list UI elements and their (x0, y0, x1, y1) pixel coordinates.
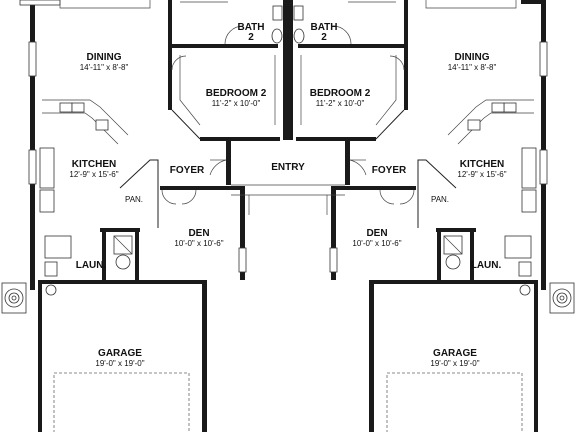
bedroom-right-dims: 11'-2" x 10'-0" (316, 99, 365, 108)
kitchen-right-label: KITCHEN (460, 159, 504, 170)
garage-left-label: GARAGE (98, 348, 142, 359)
kitchen-right-dims: 12'-9" x 15'-6" (457, 170, 506, 179)
dining-left-dims: 14'-11" x 8'-8" (80, 63, 129, 72)
kitchen-left-dims: 12'-9" x 15'-6" (69, 170, 118, 179)
dining-left-label: DINING (87, 52, 122, 63)
bedroom-left-label: BEDROOM 2 (206, 88, 267, 99)
garage-outlines (53, 372, 523, 432)
den-right-dims: 10'-0" x 10'-6" (352, 239, 401, 248)
upper-rooms (59, 0, 517, 9)
bedroom-left-dims: 11'-2" x 10'-0" (212, 99, 261, 108)
den-left-dims: 10'-0" x 10'-6" (174, 239, 223, 248)
walls (30, 0, 546, 432)
laundry-right-label: LAUN. (471, 260, 502, 271)
pantry-right-label: PAN. (431, 195, 449, 204)
den-doors (161, 189, 415, 205)
kitchen-left-label: KITCHEN (72, 159, 116, 170)
bath-right-label: BATH (310, 22, 337, 33)
laundry-left-label: LAUN. (76, 260, 107, 271)
dining-right-dims: 14'-11" x 8'-8" (448, 63, 497, 72)
bath-fixtures (171, 1, 405, 71)
foyer-right-label: FOYER (372, 165, 407, 176)
bath-right-number: 2 (321, 32, 327, 43)
den-left-label: DEN (188, 228, 209, 239)
pantry-left-label: PAN. (125, 195, 143, 204)
kitchen-counters (39, 99, 537, 213)
bath-left-number: 2 (248, 32, 254, 43)
bedroom-angled-walls (171, 55, 405, 140)
ac-unit-left (1, 282, 27, 314)
foyer-left-label: FOYER (170, 165, 205, 176)
dining-right-label: DINING (455, 52, 490, 63)
bath-left-label: BATH (237, 22, 264, 33)
garage-left-dims: 19'-0" x 19'-0" (95, 359, 144, 368)
pantry-walls (119, 159, 457, 228)
den-right-label: DEN (366, 228, 387, 239)
laundry-fixtures (44, 235, 532, 296)
ac-unit-right (549, 282, 575, 314)
bedroom-right-label: BEDROOM 2 (310, 88, 371, 99)
garage-right-dims: 19'-0" x 19'-0" (430, 359, 479, 368)
entry-label: ENTRY (271, 162, 305, 173)
entry-doors (209, 159, 367, 215)
windows (19, 0, 548, 273)
garage-right-label: GARAGE (433, 348, 477, 359)
